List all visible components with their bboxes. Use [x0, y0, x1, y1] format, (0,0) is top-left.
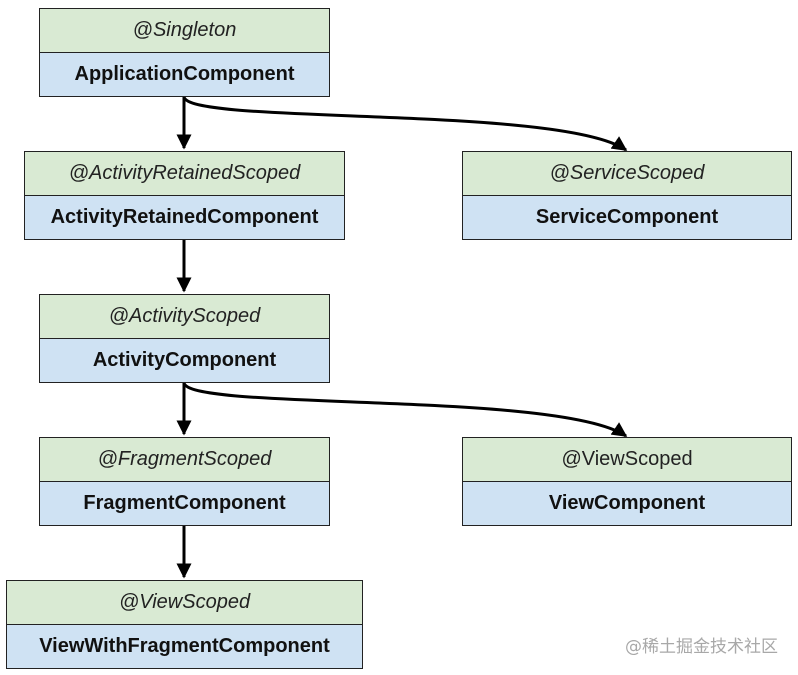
node-view-component: @ViewScoped ViewComponent	[462, 437, 792, 526]
scope-label: @ServiceScoped	[463, 152, 791, 196]
edge-activity-to-view	[182, 382, 628, 438]
node-fragment-component: @FragmentScoped FragmentComponent	[39, 437, 330, 526]
component-label: ViewWithFragmentComponent	[7, 625, 362, 668]
node-activity-component: @ActivityScoped ActivityComponent	[39, 294, 330, 383]
component-label: ActivityComponent	[40, 339, 329, 382]
edge-application-to-service	[182, 96, 628, 152]
component-label: ApplicationComponent	[40, 53, 329, 96]
scope-label: @Singleton	[40, 9, 329, 53]
scope-label: @FragmentScoped	[40, 438, 329, 482]
node-application-component: @Singleton ApplicationComponent	[39, 8, 330, 97]
component-label: FragmentComponent	[40, 482, 329, 525]
node-view-with-fragment-component: @ViewScoped ViewWithFragmentComponent	[6, 580, 363, 669]
scope-label: @ActivityRetainedScoped	[25, 152, 344, 196]
component-label: ActivityRetainedComponent	[25, 196, 344, 239]
component-label: ServiceComponent	[463, 196, 791, 239]
node-activity-retained-component: @ActivityRetainedScoped ActivityRetained…	[24, 151, 345, 240]
scope-label: @ViewScoped	[463, 438, 791, 482]
component-label: ViewComponent	[463, 482, 791, 525]
watermark-text: @稀土掘金技术社区	[625, 637, 778, 657]
scope-label: @ActivityScoped	[40, 295, 329, 339]
scope-label: @ViewScoped	[7, 581, 362, 625]
node-service-component: @ServiceScoped ServiceComponent	[462, 151, 792, 240]
